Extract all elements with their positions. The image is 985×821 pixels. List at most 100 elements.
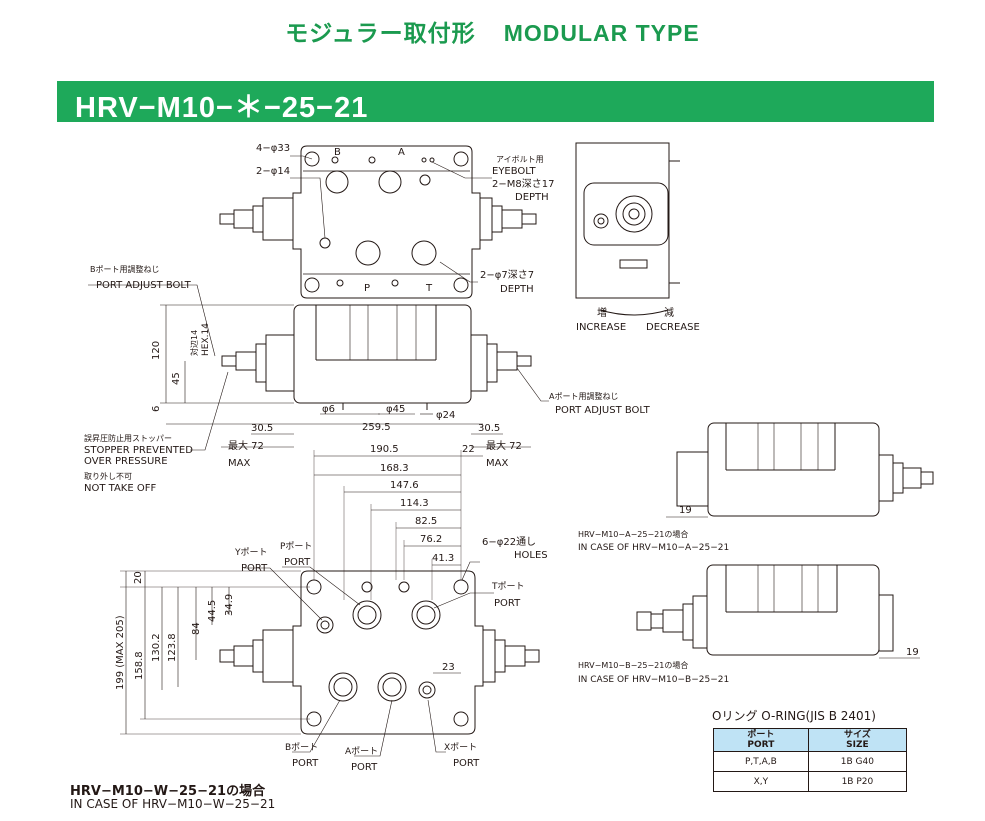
dim-84: 84 <box>191 622 202 635</box>
decrease-en: DECREASE <box>646 322 700 333</box>
eyebolt-jp: アイボルト用 <box>496 155 544 164</box>
y-port-jp: Yポート <box>234 547 268 558</box>
title-jp: モジュラー取付形 <box>285 21 476 47</box>
dim-76-2: 76.2 <box>420 534 442 545</box>
max-left: MAX <box>228 458 250 469</box>
caption-en: IN CASE OF HRV−M10−W−25−21 <box>70 797 276 811</box>
hex-en: HEX.14 <box>201 323 211 356</box>
phi6: φ6 <box>322 404 335 415</box>
max72-right: 最大 72 <box>486 439 522 452</box>
increase-en: INCREASE <box>576 322 626 333</box>
a-port-jp: Aポート <box>345 746 378 757</box>
stopper-en1: STOPPER PREVENTED <box>84 445 193 456</box>
holes-en: HOLES <box>514 550 548 561</box>
dim-190-5: 190.5 <box>370 444 399 455</box>
dim-199: 199 (MAX 205) <box>115 615 126 690</box>
dim-22: 22 <box>462 444 475 455</box>
top-view <box>219 145 537 299</box>
phi45: φ45 <box>386 404 405 415</box>
m8-depth17: 2−M8深さ17 <box>492 178 554 190</box>
dim-259-5: 259.5 <box>362 422 391 433</box>
stopper-en2: OVER PRESSURE <box>84 456 168 467</box>
dim-130-2: 130.2 <box>151 633 162 662</box>
page-title: モジュラー取付形 MODULAR TYPE <box>0 14 985 48</box>
depth-1: DEPTH <box>515 192 549 203</box>
model-band <box>57 81 934 122</box>
phi24: φ24 <box>436 410 455 421</box>
dim-20: 20 <box>133 571 144 584</box>
dim-44-5: 44.5 <box>207 600 218 622</box>
b-port-en: PORT <box>292 758 319 769</box>
dim-168-3: 168.3 <box>380 463 409 474</box>
dim-45: 45 <box>171 372 182 385</box>
a-port-en: PORT <box>351 762 378 773</box>
oring-size-cell: 1B G40 <box>807 751 908 772</box>
b-port-adjust-jp: Bポート用調整ねじ <box>90 264 160 274</box>
oring-title: Oリング O-RING(JIS B 2401) <box>712 709 876 723</box>
y-port-en: PORT <box>241 563 268 574</box>
depth-2: DEPTH <box>500 284 534 295</box>
dim-114-3: 114.3 <box>400 498 429 509</box>
bottom-view <box>120 450 540 757</box>
case-b-en: IN CASE OF HRV−M10−B−25−21 <box>578 675 729 685</box>
front-view <box>88 284 549 451</box>
label-port-t-top: T <box>425 283 433 294</box>
x-port-en: PORT <box>453 758 480 769</box>
label-4-phi33: 4−φ33 <box>256 143 290 154</box>
holes-jp: 6−φ22通し <box>482 536 536 548</box>
label-port-a-top: A <box>398 147 405 158</box>
dim-30-5-left: 30.5 <box>251 423 273 434</box>
dim-120: 120 <box>151 341 162 360</box>
stopper-jp: 誤昇圧防止用ストッパー <box>84 433 172 443</box>
eyebolt-en: EYEBOLT <box>492 166 536 177</box>
case-a-view <box>666 422 934 518</box>
dim-158-8: 158.8 <box>134 651 145 680</box>
not-take-off-jp: 取り外し不可 <box>84 471 132 481</box>
max-right: MAX <box>486 458 508 469</box>
increase-jp: 増 <box>597 306 607 319</box>
dim-147-6: 147.6 <box>390 480 419 491</box>
case-b-jp: HRV−M10−B−25−21の場合 <box>578 660 688 670</box>
t-port-en: PORT <box>494 598 521 609</box>
decrease-jp: 減 <box>664 306 674 319</box>
case-b-view <box>636 564 920 659</box>
max72-left: 最大 72 <box>228 439 264 452</box>
dim-34-9: 34.9 <box>224 594 235 616</box>
oring-row: X,Y 1B P20 <box>713 771 908 792</box>
oring-port-cell: P,T,A,B <box>713 751 809 772</box>
dim-82-5: 82.5 <box>415 516 437 527</box>
label-port-b-top: B <box>334 147 341 158</box>
not-take-off-en: NOT TAKE OFF <box>84 483 156 494</box>
a-port-adjust-en: PORT ADJUST BOLT <box>555 405 651 416</box>
dim-123-8: 123.8 <box>167 633 178 662</box>
case-a-en: IN CASE OF HRV−M10−A−25−21 <box>578 543 729 553</box>
dim-41-3: 41.3 <box>432 553 454 564</box>
x-port-jp: Xポート <box>444 742 477 753</box>
a-port-adjust-jp: Aポート用調整ねじ <box>549 391 618 401</box>
hex-jp: 対辺14 <box>189 330 199 356</box>
case-a-jp: HRV−M10−A−25−21の場合 <box>578 529 688 539</box>
oring-port-cell: X,Y <box>713 771 809 792</box>
dim-6: 6 <box>151 406 162 412</box>
oring-size-cell: 1B P20 <box>807 771 908 792</box>
oring-row: P,T,A,B 1B G40 <box>713 751 908 772</box>
p-port-jp: Pポート <box>280 541 312 552</box>
label-port-p-top: P <box>364 283 370 294</box>
dim-19-b: 19 <box>906 647 919 658</box>
t-port-jp: Tポート <box>491 581 525 592</box>
dim-19-a: 19 <box>679 505 692 516</box>
label-2-phi14: 2−φ14 <box>256 166 290 177</box>
p-port-en: PORT <box>284 557 311 568</box>
b-port-adjust-en: PORT ADJUST BOLT <box>96 280 192 291</box>
b-port-jp: Bポート <box>285 742 318 753</box>
dim-23: 23 <box>442 662 455 673</box>
model-number: HRV−M10−＊−25−21 <box>75 92 369 124</box>
dim-30-5-right: 30.5 <box>478 423 500 434</box>
phi7-depth7: 2−φ7深さ7 <box>480 269 534 281</box>
title-en: MODULAR TYPE <box>503 20 700 46</box>
side-view <box>575 142 680 316</box>
